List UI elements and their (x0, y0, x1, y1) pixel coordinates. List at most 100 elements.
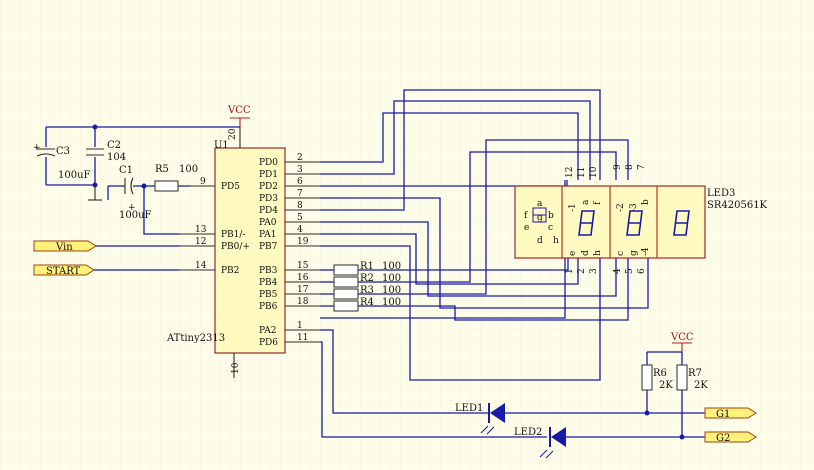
mcu-pin-number: 4 (297, 225, 303, 235)
svg-text:h: h (553, 236, 559, 246)
mcu-body[interactable] (214, 147, 286, 354)
mcu-right-pins: PD0 PD1 PD2 PD3 PD4 PA0 PA1 PB7 PB3 PB4 … (259, 153, 309, 348)
mcu-pin-number: 5 (297, 213, 303, 223)
mcu-pin-number: 7 (297, 189, 303, 199)
mcu-pin-number: 18 (297, 297, 309, 307)
mcu-pin-number: 1 (297, 321, 303, 331)
led2-label: LED2 (514, 427, 542, 438)
svg-text:-1: -1 (568, 203, 578, 212)
vcc-right-label: VCC (670, 332, 694, 343)
led1-diode: LED1 (455, 403, 505, 435)
svg-text:-3: -3 (629, 203, 639, 212)
svg-text:a: a (537, 199, 543, 209)
port-g2-label: G2 (716, 433, 730, 444)
display-top-pin-numbers: 12 11 10 9 8 7 (565, 164, 647, 178)
mcu-pin-number: 11 (297, 333, 308, 343)
led1-label: LED1 (455, 403, 483, 414)
r5-body (154, 180, 179, 192)
mcu-pin-number: 19 (297, 237, 309, 247)
mcu-pin-name: PD3 (259, 194, 278, 204)
port-vin-label: Vin (55, 242, 73, 253)
segment-legend: a f g b e c d h (524, 199, 559, 246)
mcu-u1[interactable]: U1 ATtiny2313 20 10 (166, 127, 286, 378)
r1-ref: R1 (360, 261, 374, 272)
svg-text:8: 8 (625, 164, 635, 170)
svg-text:5: 5 (625, 268, 635, 274)
mcu-pin-number: 13 (195, 225, 207, 235)
svg-text:6: 6 (637, 268, 647, 274)
c3-value: 100uF (58, 170, 91, 181)
svg-text:g: g (537, 213, 543, 223)
svg-text:+: + (128, 203, 136, 213)
mcu-pin-stubs (180, 161, 320, 343)
svg-text:b: b (548, 211, 554, 221)
port-vin[interactable]: Vin (33, 240, 180, 253)
svg-text:h: h (593, 250, 603, 256)
port-g1-label: G1 (716, 409, 730, 420)
mcu-pin-name: PD1 (259, 170, 278, 180)
mcu-pin-name: PB6 (259, 302, 278, 312)
mcu-pin-name: PD4 (259, 206, 278, 216)
mcu-pin-name: PB4 (259, 278, 278, 288)
c3-ref: C3 (56, 146, 70, 157)
r6-value: 2K (659, 380, 673, 391)
svg-text:f: f (524, 211, 528, 221)
svg-text:1: 1 (565, 268, 575, 274)
svg-text:12: 12 (565, 167, 575, 178)
r4-value: 100 (382, 297, 401, 308)
mcu-ref: U1 (214, 140, 229, 151)
svg-text:9: 9 (613, 164, 623, 170)
svg-text:b: b (641, 199, 651, 205)
c2-value: 104 (107, 152, 126, 163)
led-indicators: LED1 LED2 R6 2K R7 2K VCC (320, 329, 708, 459)
svg-text:d: d (581, 250, 591, 256)
svg-text:d: d (537, 236, 543, 246)
r2-ref: R2 (360, 273, 374, 284)
mcu-pin-name: PD5 (221, 182, 240, 192)
vcc-top-label: VCC (227, 105, 251, 116)
r5-ref: R5 (155, 164, 169, 175)
svg-text:-4: -4 (641, 247, 651, 256)
mcu-pin-name: PB1/- (221, 230, 245, 240)
seven-segment-display[interactable]: LED3 SR420561K a f g b e c d h -1 a f -2 (514, 164, 768, 274)
mcu-pin-name: PB0/+ (221, 242, 250, 252)
mcu-pin-number: 3 (297, 165, 303, 175)
mcu-pin-name: PB7 (259, 242, 278, 252)
mcu-pin-number: 9 (200, 177, 206, 187)
mcu-pin-number: 17 (297, 285, 309, 295)
svg-text:c: c (548, 223, 553, 233)
svg-text:f: f (593, 201, 603, 205)
port-start-label: START (46, 266, 81, 277)
mcu-pin-number: 2 (297, 153, 303, 163)
mcu-pin-number: 8 (297, 201, 303, 211)
c1-r5-network: + C1 100uF R5 100 (107, 164, 198, 235)
r7-body (676, 364, 688, 391)
mcu-pin-name: PA1 (259, 230, 276, 240)
c2-ref: C2 (107, 140, 121, 151)
svg-text:e: e (568, 251, 578, 256)
c1-ref: C1 (119, 165, 133, 176)
mcu-pin-number: 6 (297, 177, 303, 187)
r6-body (641, 364, 653, 391)
port-start[interactable]: START (33, 264, 180, 277)
mcu-pin-name: PD2 (259, 182, 278, 192)
r3-body (333, 288, 359, 300)
digit-glyphs (578, 210, 690, 236)
r7-ref: R7 (688, 368, 702, 379)
svg-text:10: 10 (589, 166, 599, 178)
r3-value: 100 (382, 285, 401, 296)
svg-text:-2: -2 (616, 203, 626, 212)
decoupling-capacitors: + C3 100uF C2 104 (33, 124, 240, 201)
display-bottom-pin-numbers: 1 2 3 4 5 6 (565, 268, 647, 274)
port-g1[interactable]: G1 (704, 407, 757, 420)
svg-text:11: 11 (577, 167, 587, 178)
r4-body (333, 300, 359, 312)
r2-body (333, 276, 359, 288)
svg-text:3: 3 (589, 268, 599, 274)
display-bus-wiring (320, 89, 649, 381)
r5-value: 100 (179, 164, 198, 175)
port-g2[interactable]: G2 (704, 431, 757, 444)
mcu-pin-name: PD0 (259, 158, 278, 168)
segment-resistors: R1 R2 R3 R4 100 100 100 100 (320, 261, 401, 312)
